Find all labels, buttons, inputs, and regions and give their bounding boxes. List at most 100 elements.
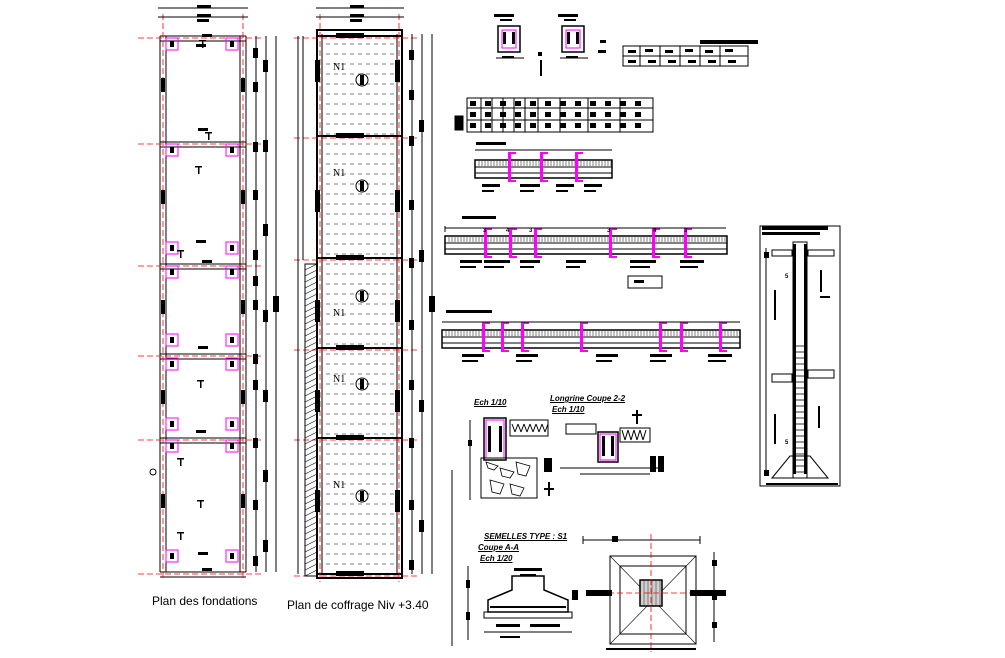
cad-line xyxy=(304,473,318,481)
cad-block xyxy=(648,60,656,63)
cad-block xyxy=(804,244,807,474)
cad-block xyxy=(409,320,414,330)
cad-line xyxy=(304,515,318,523)
footing-type-title: SEMELLES TYPE : S1 xyxy=(484,532,568,541)
cad-block xyxy=(650,354,672,357)
stair-mark-3: 3 xyxy=(529,228,533,234)
cad-block xyxy=(485,101,491,106)
cad-block xyxy=(500,112,506,117)
cad-block xyxy=(576,32,579,44)
cad-block xyxy=(198,346,208,349)
cad-block xyxy=(484,266,504,268)
cad-block xyxy=(501,322,509,324)
cad-block xyxy=(253,438,258,448)
cad-rect xyxy=(619,427,651,443)
cad-block xyxy=(520,260,540,263)
cad-block xyxy=(566,260,586,263)
cad-block xyxy=(197,500,204,502)
cad-line xyxy=(304,341,318,349)
cad-line xyxy=(639,429,644,441)
cad-block xyxy=(606,648,696,650)
cad-block xyxy=(684,228,687,258)
cad-block xyxy=(590,101,596,106)
cad-block xyxy=(688,60,696,63)
cad-rect xyxy=(807,369,835,379)
cad-block xyxy=(708,354,732,357)
cad-line xyxy=(304,503,318,511)
cad-rect xyxy=(619,565,687,635)
cad-line xyxy=(514,423,519,433)
cad-block xyxy=(584,190,596,192)
cad-block xyxy=(360,291,364,301)
cad-block xyxy=(544,458,552,472)
cad-block xyxy=(253,250,258,260)
cad-line xyxy=(304,443,318,451)
cad-rect xyxy=(225,439,239,453)
stair-mark-5: 4 xyxy=(653,228,657,234)
cad-rect xyxy=(609,555,697,645)
cad-block xyxy=(684,256,692,258)
cad-block xyxy=(556,184,574,187)
cad-block xyxy=(253,276,258,286)
cad-block xyxy=(605,112,611,117)
cad-block xyxy=(253,142,258,152)
cad-line xyxy=(304,281,318,289)
cad-block xyxy=(170,147,174,153)
cad-line xyxy=(529,423,534,433)
cad-block xyxy=(315,60,320,82)
cad-block xyxy=(196,240,206,243)
cad-block xyxy=(652,228,660,230)
cad-block xyxy=(199,40,206,42)
cad-block xyxy=(336,33,364,38)
cad-rect xyxy=(759,225,841,487)
cad-block xyxy=(545,101,551,106)
cad-line xyxy=(304,479,318,487)
cad-line xyxy=(627,429,632,441)
cad-line xyxy=(304,395,318,403)
slab-tag-1: N1 xyxy=(333,62,346,73)
cad-block xyxy=(630,266,650,268)
cad-rect xyxy=(165,417,179,431)
cad-line xyxy=(304,389,318,397)
cad-block xyxy=(488,426,491,452)
cad-block xyxy=(350,19,362,22)
cad-block xyxy=(564,19,576,21)
cad-block xyxy=(590,123,596,128)
cad-block xyxy=(690,590,726,596)
cad-block xyxy=(520,190,534,192)
cad-block xyxy=(419,120,424,132)
rubble-stone xyxy=(499,467,515,479)
cad-block xyxy=(545,123,551,128)
cad-block xyxy=(197,19,209,22)
cad-block xyxy=(659,322,667,324)
cad-block xyxy=(170,443,174,449)
cad-block xyxy=(484,228,492,230)
cad-line xyxy=(304,569,318,577)
cad-block xyxy=(360,181,364,191)
cad-block xyxy=(503,32,506,44)
cad-block xyxy=(628,60,636,63)
cad-rect xyxy=(599,433,617,461)
cad-block xyxy=(409,136,414,146)
cad-block xyxy=(596,354,618,357)
cad-block xyxy=(470,101,476,106)
cad-block xyxy=(509,256,517,258)
cad-line xyxy=(304,335,318,343)
cad-rect xyxy=(225,143,239,157)
cad-block xyxy=(712,594,717,600)
cad-line xyxy=(511,423,516,433)
cad-block xyxy=(470,112,476,117)
cad-line xyxy=(642,429,647,441)
cad-block xyxy=(208,132,210,140)
cad-block xyxy=(566,266,580,268)
cad-line xyxy=(304,347,318,355)
cad-block xyxy=(538,52,542,56)
cad-line xyxy=(304,533,318,541)
cad-block xyxy=(652,228,655,258)
cad-line xyxy=(304,521,318,529)
cad-block xyxy=(170,337,174,343)
cad-block xyxy=(705,50,713,53)
cad-line xyxy=(636,429,641,441)
cad-block xyxy=(177,250,184,252)
cad-block xyxy=(719,322,727,324)
